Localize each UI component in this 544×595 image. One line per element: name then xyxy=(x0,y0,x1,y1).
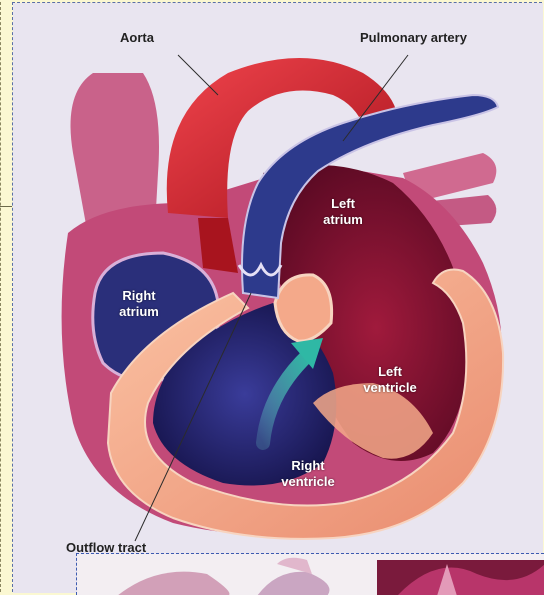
label-left-ventricle-line1: Left xyxy=(360,364,420,379)
label-left-atrium-line2: atrium xyxy=(308,212,378,227)
second-image-thumbnail xyxy=(77,554,544,595)
label-right-atrium-line1: Right xyxy=(107,288,171,303)
outflow-cone xyxy=(275,275,332,341)
label-left-ventricle-line2: ventricle xyxy=(350,380,430,395)
label-right-atrium-line2: atrium xyxy=(104,304,174,319)
page-border-left xyxy=(0,2,2,592)
label-pulmonary-artery: Pulmonary artery xyxy=(360,30,467,45)
label-right-ventricle-line1: Right xyxy=(278,458,338,473)
second-image-frame[interactable] xyxy=(76,553,544,595)
connector-line xyxy=(0,206,12,207)
heart-illustration-frame[interactable] xyxy=(12,2,542,592)
heart-diagram xyxy=(13,3,543,593)
label-right-ventricle-line2: ventricle xyxy=(266,474,350,489)
label-left-atrium-line1: Left xyxy=(318,196,368,211)
label-aorta: Aorta xyxy=(120,30,154,45)
